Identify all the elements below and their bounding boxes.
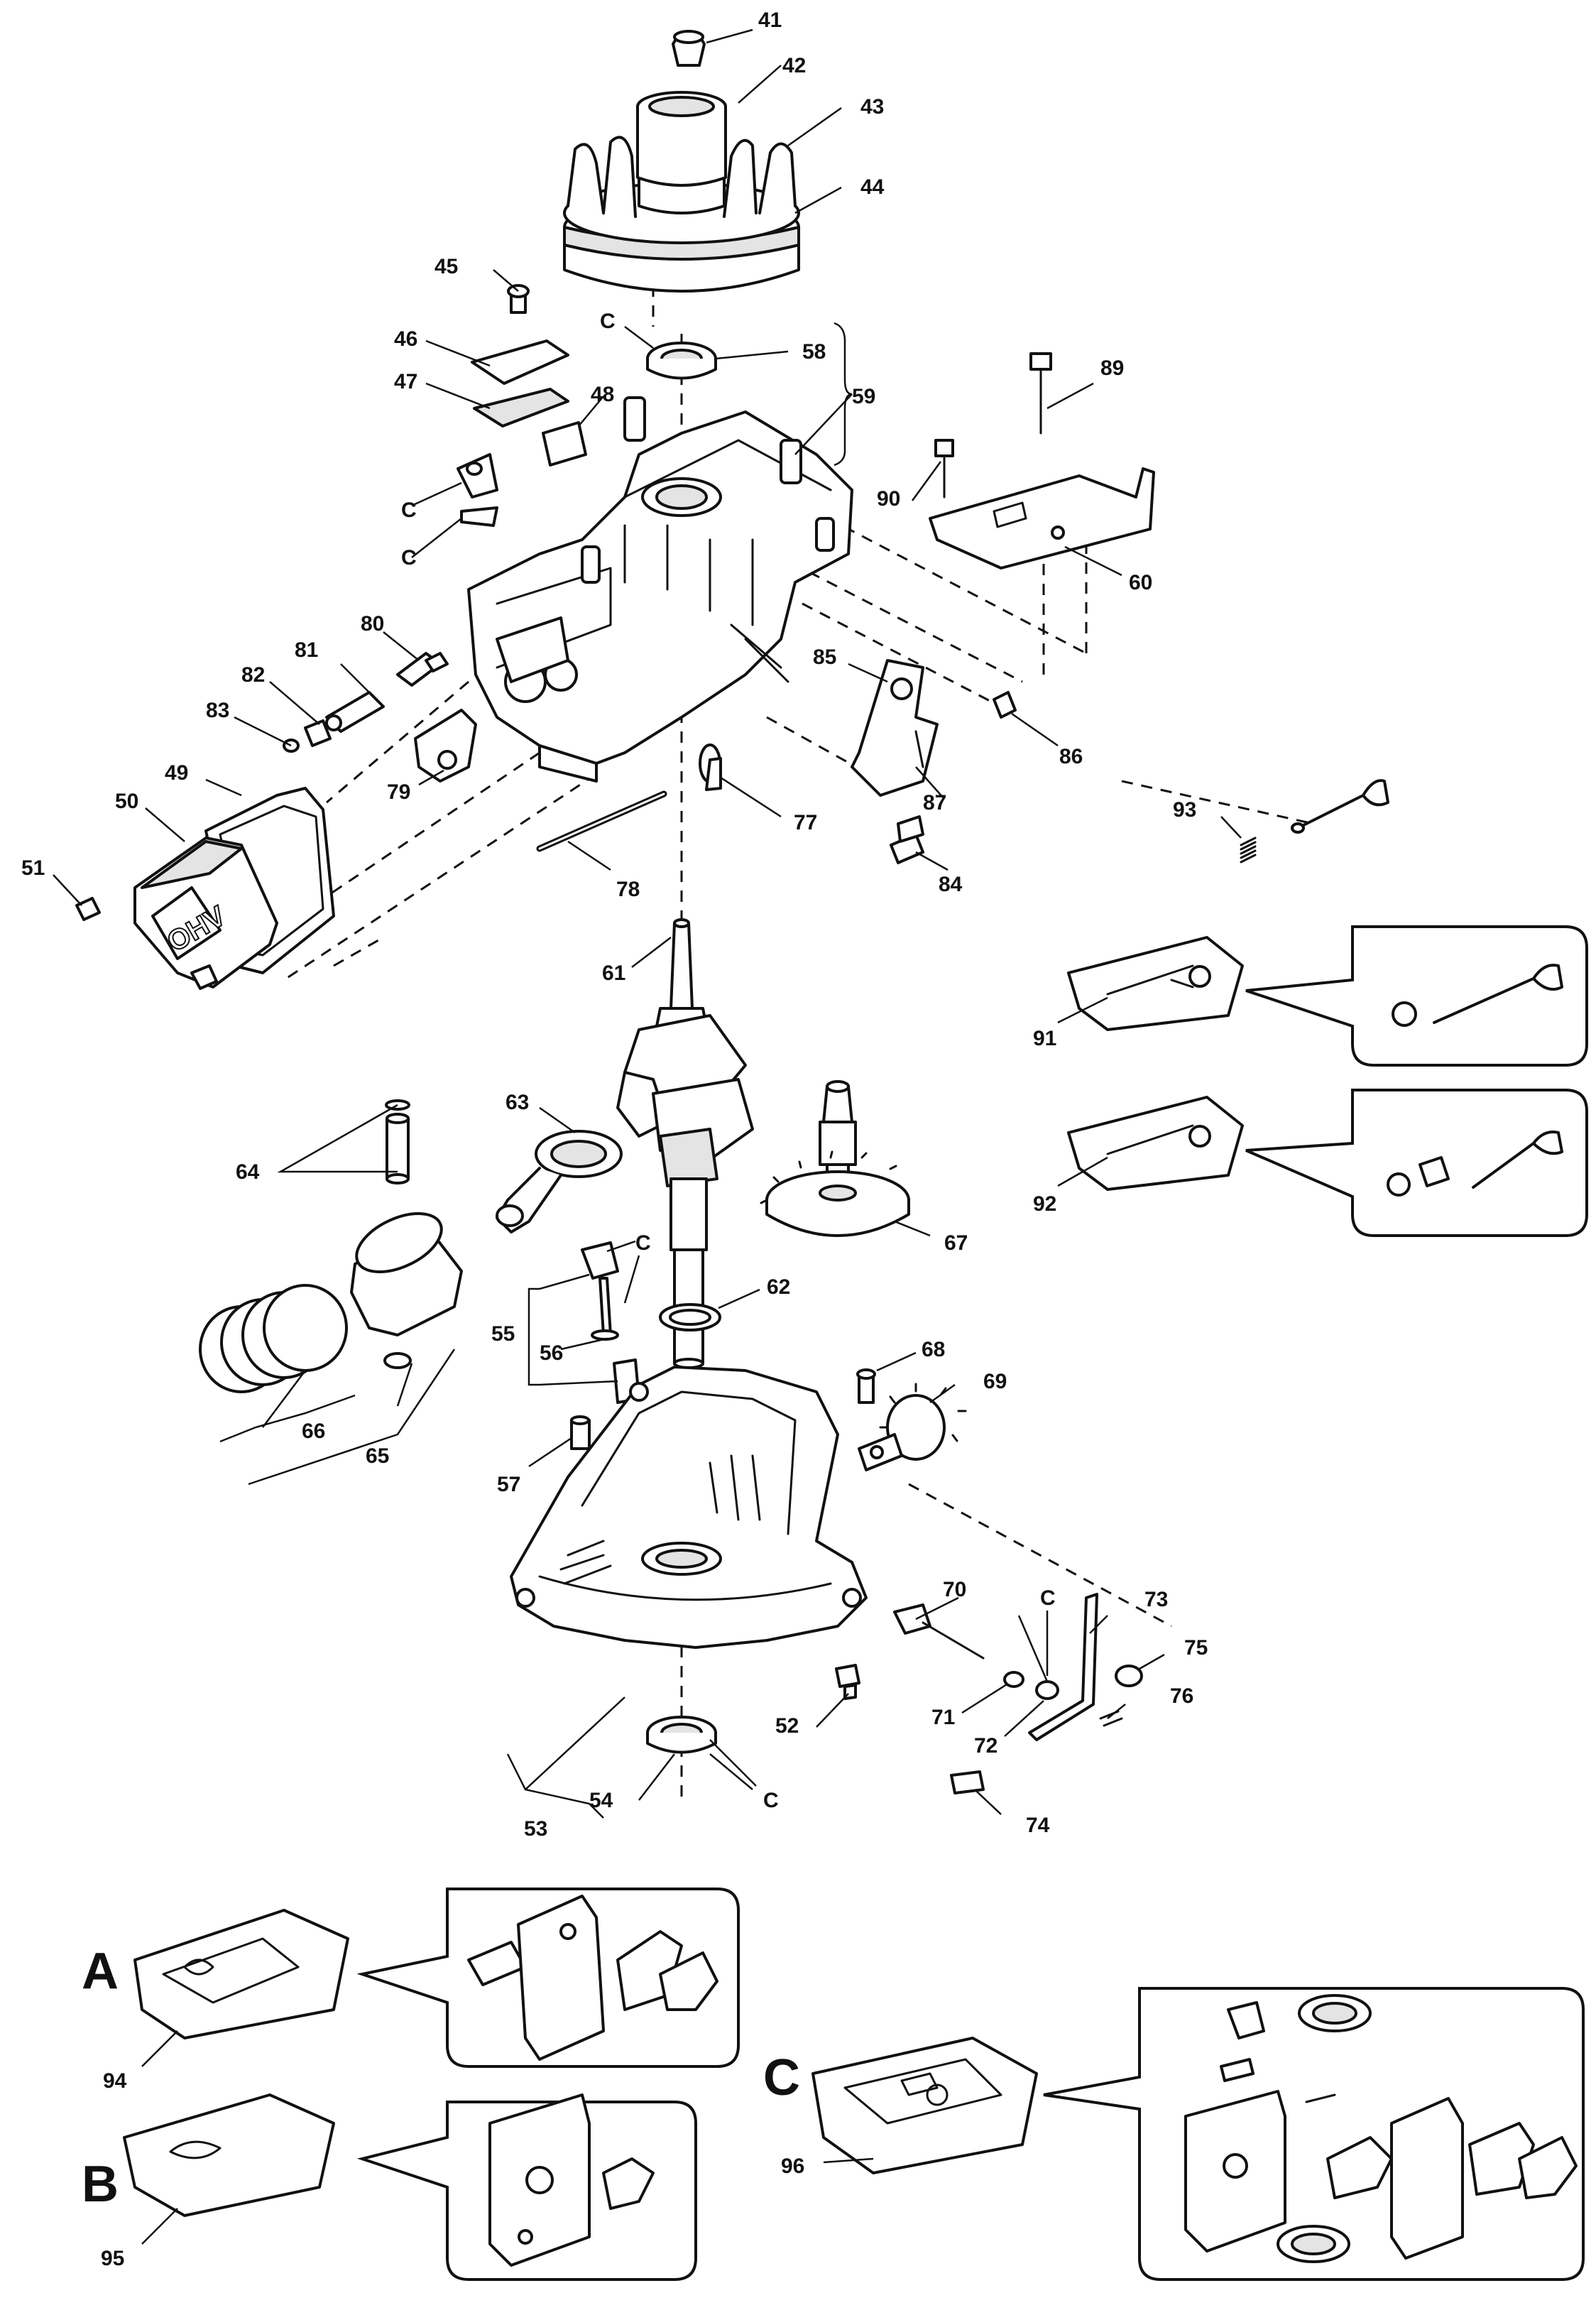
camshaft	[760, 1080, 910, 1237]
label-96: 96	[781, 2155, 804, 2178]
label-57: 57	[497, 1473, 520, 1496]
label-43: 43	[860, 95, 884, 119]
kit-c-markers: C C C C C C	[401, 310, 1056, 1812]
label-66: 66	[302, 1420, 325, 1443]
drain-bolt	[835, 1664, 860, 1700]
label-53: 53	[524, 1817, 547, 1841]
label-60: 60	[1129, 571, 1152, 594]
label-67: 67	[944, 1231, 968, 1255]
label-46: 46	[394, 327, 417, 351]
marker-c-lever: C	[1040, 1586, 1056, 1610]
label-82: 82	[241, 663, 265, 687]
governor-gear	[856, 1368, 967, 1471]
label-45: 45	[434, 255, 458, 278]
label-72: 72	[974, 1734, 998, 1758]
label-68: 68	[922, 1338, 945, 1361]
marker-c-seal-bottom: C	[763, 1789, 779, 1812]
label-50: 50	[115, 790, 138, 813]
push-rod	[536, 790, 667, 852]
valve-spring	[1240, 779, 1389, 864]
label-69: 69	[983, 1370, 1007, 1393]
label-92: 92	[1033, 1192, 1056, 1216]
label-52: 52	[775, 1714, 799, 1738]
label-76: 76	[1170, 1684, 1193, 1708]
label-71: 71	[931, 1706, 955, 1729]
label-79: 79	[387, 780, 410, 804]
lower-seal	[646, 1716, 717, 1754]
label-80: 80	[361, 612, 384, 636]
intake-gasket	[414, 709, 477, 783]
crankshaft	[616, 918, 754, 1369]
label-49: 49	[165, 761, 188, 785]
marker-c-breather-2: C	[401, 546, 417, 570]
label-65: 65	[366, 1444, 389, 1468]
label-63: 63	[505, 1091, 529, 1114]
part-labels: 41 42 43 44 45 46 47 48 49 50 51 52 53 5…	[21, 9, 1208, 2270]
crankcase	[467, 396, 853, 783]
crankcase-cover	[510, 1366, 868, 1649]
upper-seal	[646, 342, 717, 380]
label-61: 61	[602, 962, 625, 985]
label-93: 93	[1173, 798, 1196, 822]
leader-lines	[53, 28, 1242, 2245]
label-84: 84	[939, 873, 963, 896]
label-86: 86	[1059, 745, 1083, 768]
breather-cover	[457, 284, 587, 527]
label-77: 77	[794, 811, 817, 834]
tappet	[699, 743, 722, 791]
label-83: 83	[206, 699, 229, 722]
label-47: 47	[394, 370, 417, 393]
marker-c-seal-top: C	[600, 310, 616, 333]
label-91: 91	[1033, 1027, 1056, 1050]
label-87: 87	[923, 791, 946, 815]
throttle-bracket	[929, 467, 1155, 570]
kit-letter-c: C	[763, 2049, 800, 2106]
governor-assembly	[851, 659, 1017, 864]
label-95: 95	[101, 2247, 124, 2270]
gasket-kit-a	[133, 1888, 740, 2068]
label-89: 89	[1100, 356, 1124, 380]
label-59: 59	[852, 385, 875, 408]
label-73: 73	[1144, 1588, 1168, 1611]
label-56: 56	[540, 1341, 563, 1365]
gasket-kit-b	[123, 2093, 697, 2281]
label-81: 81	[295, 638, 318, 662]
label-42: 42	[782, 54, 806, 77]
thrust-washer	[659, 1303, 721, 1331]
label-48: 48	[591, 383, 614, 406]
marker-c-dipstick: C	[635, 1231, 651, 1255]
label-62: 62	[767, 1275, 790, 1299]
label-44: 44	[860, 175, 885, 199]
marker-c-breather-1: C	[401, 499, 417, 522]
valve-kit-bag-91	[1067, 925, 1588, 1067]
label-64: 64	[236, 1160, 260, 1184]
valve-kit-bag-92	[1067, 1089, 1588, 1237]
label-70: 70	[943, 1578, 966, 1601]
label-94: 94	[103, 2069, 127, 2093]
kit-letter-b: B	[82, 2156, 119, 2213]
label-41: 41	[758, 9, 782, 32]
valve-cover: OHV	[75, 787, 335, 990]
label-75: 75	[1184, 1636, 1208, 1660]
kit-letters: A B C	[82, 1943, 800, 2213]
gasket-kit-c	[811, 1987, 1585, 2281]
oil-dipstick	[581, 1241, 640, 1404]
label-55: 55	[491, 1322, 515, 1346]
connecting-rod	[496, 1130, 623, 1233]
kit-letter-a: A	[82, 1943, 119, 2000]
label-78: 78	[616, 878, 640, 901]
dowel-pin	[570, 1415, 591, 1450]
label-74: 74	[1026, 1814, 1050, 1837]
label-51: 51	[21, 856, 45, 880]
piston-and-rings	[199, 1211, 463, 1393]
screws-89-90	[934, 352, 1052, 499]
label-58: 58	[802, 340, 826, 364]
label-54: 54	[589, 1789, 613, 1812]
governor-lever	[893, 1593, 1143, 1794]
flywheel	[563, 30, 800, 293]
label-85: 85	[813, 646, 836, 669]
piston-pin	[385, 1099, 410, 1184]
label-90: 90	[877, 487, 900, 511]
